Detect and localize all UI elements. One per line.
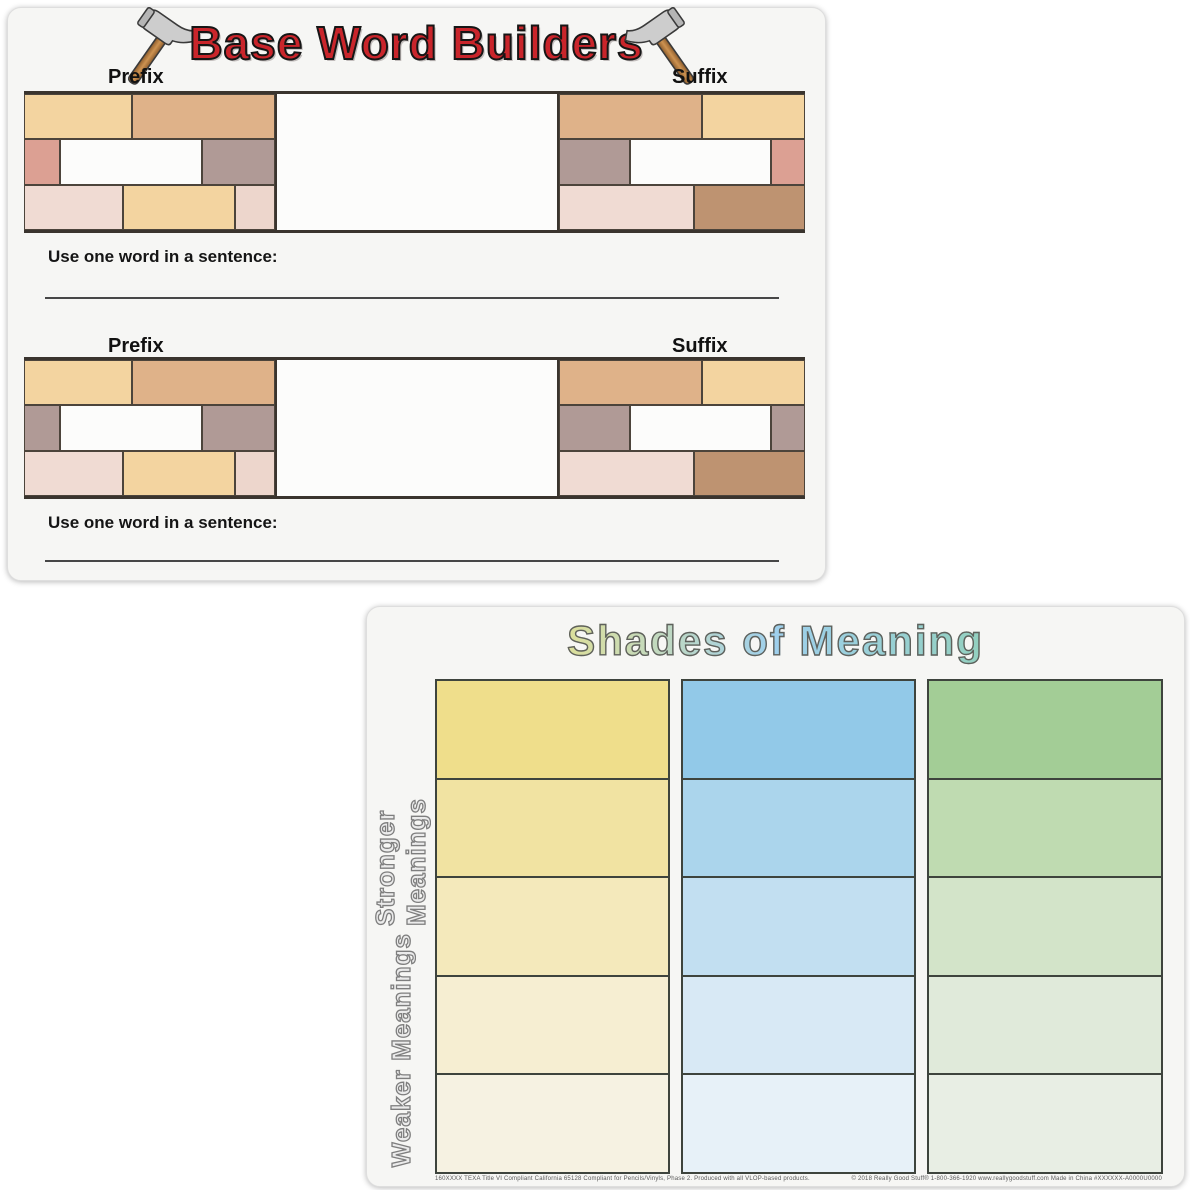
brick-row [24,405,275,451]
shade-cell [683,1075,914,1172]
shade-cell [929,681,1161,780]
shade-column-green [927,679,1163,1174]
suffix-label: Suffix [672,335,728,357]
shade-cell [683,878,914,977]
brick-mauve [202,139,275,185]
shade-column-blue [681,679,916,1174]
brick-tan [559,360,702,406]
hammer-icon [609,0,729,111]
brick-mauve [24,405,61,451]
brick-wheat [123,184,235,230]
sentence-prompt: Use one word in a sentence: [48,247,278,266]
prefix-brick-area [24,94,275,230]
brick-row [24,360,275,406]
brick-row [24,450,275,496]
brick-row [559,405,805,451]
brick-white [60,139,203,185]
suffix-label: Suffix [672,66,728,88]
shade-cell [437,976,668,1076]
shade-cell [437,878,668,977]
brick-mauve [559,139,631,185]
brick-tan [559,94,702,140]
poster2-title: Shades of Meaning [367,616,1184,665]
brick-row [24,139,275,185]
shade-cell [437,681,668,780]
shade-cell [683,779,914,879]
brick-wall [24,357,805,499]
brick-pale_pink [234,450,275,496]
brick-white [630,405,771,451]
stronger-meanings-text: Stronger Meanings [369,797,431,926]
brick-row [559,184,805,230]
brick-salmon [770,139,805,185]
brick-brown [694,450,805,496]
brick-tan [131,94,275,140]
brick-white [60,405,203,451]
brick-row [559,360,805,406]
brick-mauve [770,405,805,451]
poster1-title: Base Word Builders [188,16,644,70]
brick-wall [24,91,805,233]
brick-mauve [202,405,275,451]
hammer-icon [93,0,213,111]
brick-wheat [701,94,805,140]
shade-cell [437,779,668,879]
shade-cell [929,878,1161,977]
suffix-brick-area [559,360,805,496]
shade-columns [435,679,1163,1174]
brick-wheat [24,360,132,406]
sentence-prompt: Use one word in a sentence: [48,513,278,532]
brick-tan [131,360,275,406]
brick-pink [24,450,124,496]
brick-salmon [24,139,61,185]
brick-mauve [559,405,631,451]
prefix-brick-area [24,360,275,496]
shade-cell [683,976,914,1076]
base-word-write-area [275,360,559,496]
brick-pale_pink [234,184,275,230]
brick-brown [694,184,805,230]
shade-cell [437,1075,668,1172]
brick-pink [559,184,695,230]
sentence-write-line [45,560,779,562]
weaker-meanings-label: Weaker Meanings [367,926,435,1174]
brick-row [559,94,805,140]
weaker-meanings-text: Weaker Meanings [385,932,416,1168]
shade-cell [929,779,1161,879]
brick-row [559,139,805,185]
brick-row [24,94,275,140]
poster-base-word-builders: Base Word Builders Prefix Suffix [7,7,826,581]
footer-compliance-text: 160XXXX TEXA Title VI Compliant Californ… [435,1176,810,1182]
brick-pink [559,450,695,496]
prefix-label: Prefix [108,335,164,357]
footer-copyright-text: © 2018 Really Good Stuff® 1-800-366-1920… [851,1176,1162,1182]
base-word-write-area [275,94,559,230]
stronger-meanings-label: Stronger Meanings [367,679,435,926]
sentence-write-line [45,297,779,299]
shade-cell [929,976,1161,1076]
brick-wheat [24,94,132,140]
shade-column-yellow [435,679,670,1174]
brick-white [630,139,771,185]
prefix-label: Prefix [108,66,164,88]
shade-cell [929,1075,1161,1172]
suffix-brick-area [559,94,805,230]
brick-wheat [701,360,805,406]
brick-wheat [123,450,235,496]
poster-shades-of-meaning: Shades of Meaning Stronger Meanings Weak… [366,606,1185,1187]
brick-row [559,450,805,496]
brick-pink [24,184,124,230]
brick-row [24,184,275,230]
shade-cell [683,681,914,780]
